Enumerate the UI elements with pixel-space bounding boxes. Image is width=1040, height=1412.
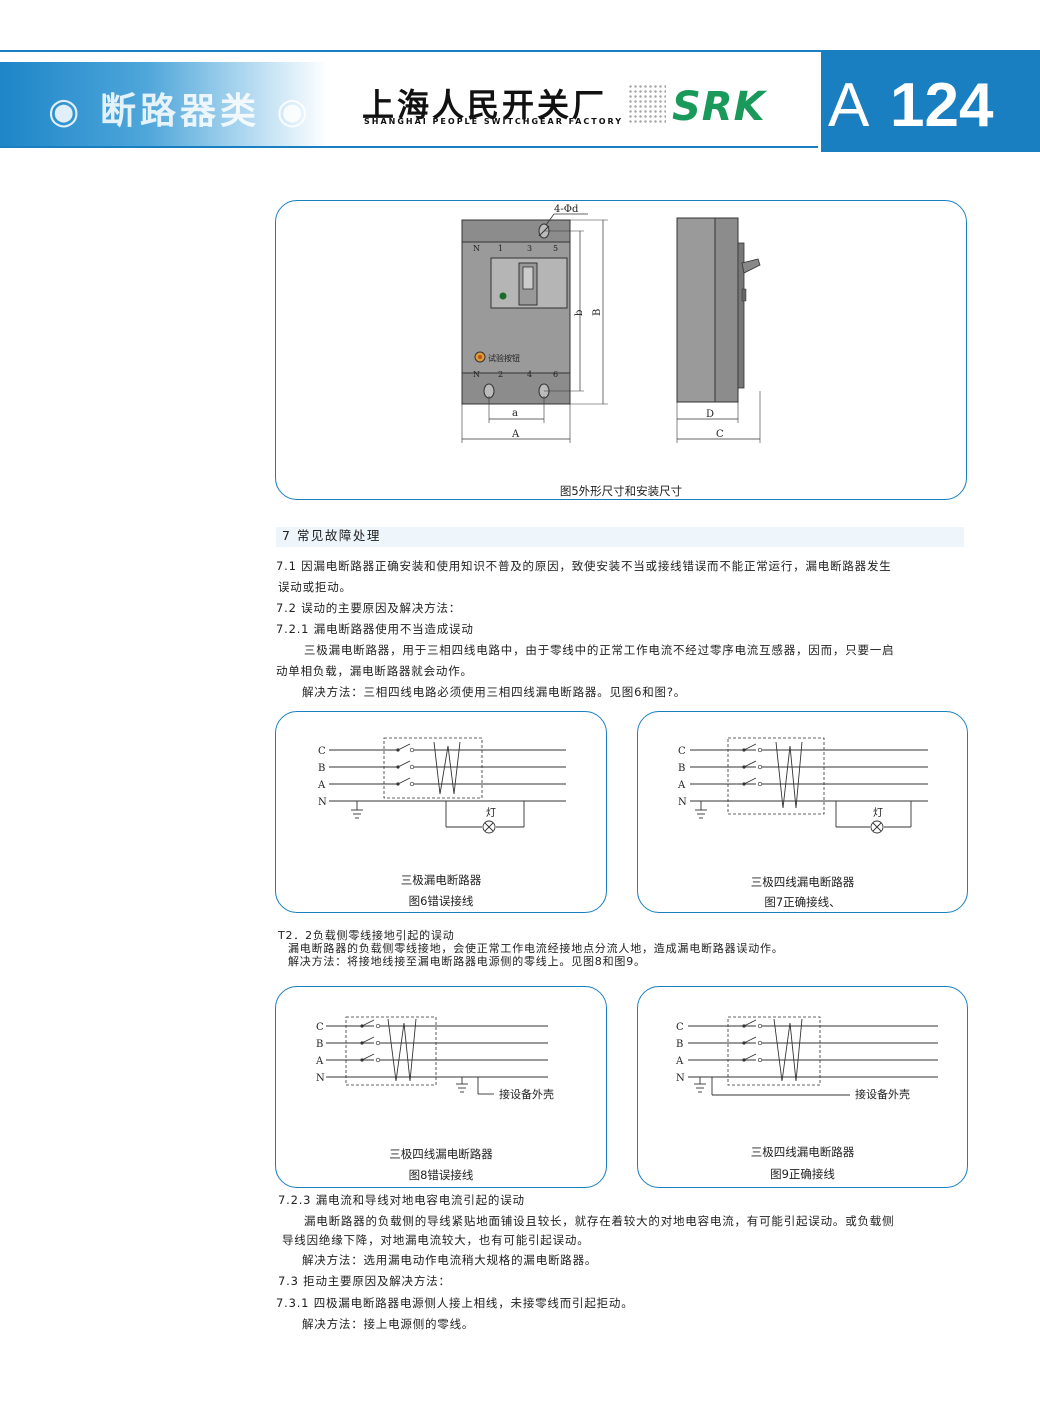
- wire-label-b: B: [676, 1039, 683, 1050]
- test-button-label: 试验按钮: [488, 353, 520, 363]
- heading-7-3: 7.3 拒动主要原因及解决方法：: [278, 1274, 451, 1288]
- bottom-terminal-label: 2: [498, 370, 503, 379]
- header-top-rule: [0, 50, 1040, 52]
- figure-6-caption: 图6错误接线: [408, 894, 474, 908]
- solution-7-3-1: 解决方法：接上电源侧的零线。: [302, 1317, 475, 1331]
- figure-5-drawing: 试验按钮 N 1 3 5 N 2 4 6 4-Φd b B a A: [461, 204, 761, 443]
- dot-pattern-logo: [628, 84, 666, 124]
- wire-label-a: A: [317, 780, 326, 791]
- figure-8-drawing: C B A N 接设备外壳: [315, 1016, 554, 1101]
- figure-9-caption: 图9正确接线: [770, 1167, 835, 1181]
- heading-7-2-3: 7.2.3 漏电流和导线对地电容电流引起的误动: [278, 1193, 525, 1207]
- bottom-terminal-label: 6: [553, 370, 558, 379]
- paragraph-7-1-line1: 7.1 因漏电断路器正确安装和使用知识不普及的原因，致使安装不当或接线错误而不能…: [276, 559, 892, 573]
- solution-7-2-2: 解决方法：将接地线接至漏电断路器电源侧的零线上。见图8和图9。: [288, 955, 646, 968]
- header-bottom-rule: [0, 146, 818, 148]
- dim-a-label: a: [512, 408, 518, 419]
- wire-label-a: A: [677, 780, 686, 791]
- wire-label-b: B: [318, 763, 325, 774]
- wire-label-c: C: [678, 746, 686, 757]
- paragraph-7-3-1: 7.3.1 四极漏电断路器电源侧人接上相线，未接零线而引起拒动。: [276, 1296, 634, 1310]
- dim-C-label: C: [716, 429, 724, 440]
- hole-diameter-label: 4-Φd: [554, 204, 579, 215]
- dim-B-label: B: [592, 309, 603, 316]
- dim-A-label: A: [511, 429, 520, 440]
- paragraph-7-1-line2: 误动或拒动。: [278, 580, 352, 594]
- figure-6-box: C B A N 灯 三极漏电断路器 图6错误接线: [275, 711, 607, 913]
- paragraph-7-2-3-line1: 漏电断路器的负载侧的导线紧贴地面铺设且较长，就存在着较大的对地电容电流，有可能引…: [304, 1214, 895, 1228]
- wire-label-c: C: [676, 1022, 684, 1033]
- wire-label-b: B: [316, 1039, 323, 1050]
- heading-7-2-1: 7.2.1 漏电断路器使用不当造成误动: [276, 622, 474, 636]
- bottom-terminal-label: 4: [527, 370, 532, 379]
- wire-label-n: N: [318, 797, 327, 808]
- factory-name-cn: 上海人民开关厂: [362, 86, 608, 124]
- brand-logo: SRK: [672, 84, 766, 130]
- wire-label-a: A: [315, 1056, 324, 1067]
- factory-name-en: SHANGHAI PEOPLE SWITCHGEAR FACTORY: [364, 117, 624, 126]
- top-terminal-label: 5: [553, 244, 558, 253]
- housing-label: 接设备外壳: [499, 1087, 554, 1101]
- wire-label-n: N: [316, 1073, 325, 1084]
- solution-7-2-1: 解决方法：三相四线电路必须使用三相四线漏电断路器。见图6和图?。: [302, 685, 687, 699]
- wire-label-n: N: [678, 797, 687, 808]
- wire-label-c: C: [316, 1022, 324, 1033]
- page-prefix: A: [828, 71, 870, 140]
- wire-label-b: B: [678, 763, 685, 774]
- solution-7-2-3: 解决方法：选用漏电动作电流稍大规格的漏电断路器。: [302, 1253, 598, 1267]
- figure-9-box: C B A N 接设备外壳 三极四线漏电断路器 图9正确接线: [637, 986, 968, 1188]
- figure-8-breaker-label: 三极四线漏电断路器: [389, 1147, 493, 1161]
- category-label: ◉ 断路器类 ◉: [48, 91, 312, 132]
- top-terminal-label: 1: [498, 244, 503, 253]
- figure-5-caption: 图5外形尺寸和安装尺寸: [559, 484, 683, 498]
- figure-9-drawing: C B A N 接设备外壳: [675, 1016, 938, 1101]
- wire-label-n: N: [676, 1073, 685, 1084]
- section-title: 7 常见故障处理: [282, 528, 381, 543]
- wire-label-a: A: [675, 1056, 684, 1067]
- figure-6-drawing: C B A N 灯: [317, 737, 566, 834]
- figure-7-caption: 图7正确接线、: [764, 895, 841, 909]
- figure-6-breaker-label: 三极漏电断路器: [400, 873, 482, 887]
- figure-7-box: C B A N 灯 三极四线漏电断路器 图7正确接线、: [637, 711, 968, 913]
- page-number-panel: [818, 52, 1040, 152]
- header-separator: [818, 52, 821, 152]
- paragraph-7-2-3-line2: 导线因绝缘下降，对地漏电流较大，也有可能引起误动。: [282, 1233, 590, 1247]
- section-title-bar: [276, 527, 964, 547]
- figure-8-caption: 图8错误接线: [408, 1168, 474, 1182]
- bottom-terminal-label: N: [473, 370, 480, 379]
- housing-label: 接设备外壳: [855, 1087, 910, 1101]
- dim-D-label: D: [706, 409, 714, 420]
- top-terminal-label: N: [473, 244, 480, 253]
- figure-8-box: C B A N 接设备外壳 三极四线漏电断路器 图8错误接线: [275, 986, 607, 1188]
- paragraph-7-2-1-line1: 三极漏电断路器，用于三相四线电路中，由于零线中的正常工作电流不经过零序电流互感器…: [304, 643, 895, 657]
- page-number: 124: [890, 71, 994, 140]
- figure-7-drawing: C B A N 灯: [677, 737, 928, 834]
- figure-5-box: 试验按钮 N 1 3 5 N 2 4 6 4-Φd b B a A: [275, 200, 967, 500]
- heading-7-2: 7.2 误动的主要原因及解决方法：: [276, 601, 462, 615]
- paragraph-7-2-1-line2: 动单相负载，漏电断路器就会动作。: [276, 664, 473, 678]
- figure-9-breaker-label: 三极四线漏电断路器: [750, 1145, 855, 1159]
- dim-b-label: b: [574, 310, 585, 316]
- wire-label-c: C: [318, 746, 326, 757]
- header-band: [0, 62, 818, 148]
- figure-7-breaker-label: 三极四线漏电断路器: [750, 875, 855, 889]
- lamp-label: 灯: [873, 807, 883, 819]
- top-terminal-label: 3: [527, 244, 532, 253]
- lamp-label: 灯: [486, 807, 496, 819]
- paragraph-7-2-2: 漏电断路器的负载侧零线接地，会使正常工作电流经接地点分流人地，造成漏电断路器误动…: [288, 942, 784, 955]
- heading-7-2-2: T2．2负载侧零线接地引起的误动: [278, 929, 455, 942]
